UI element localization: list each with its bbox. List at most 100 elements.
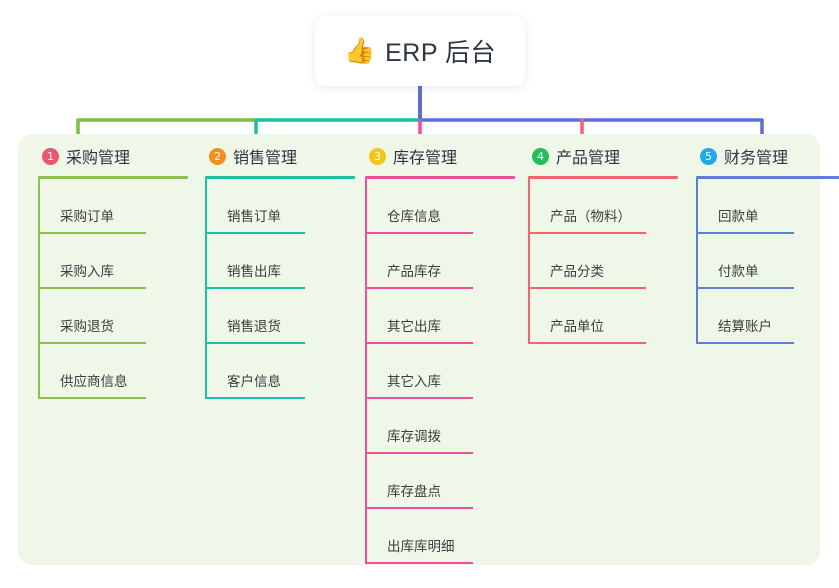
leaf-rule	[696, 287, 794, 289]
column-title-3: 库存管理	[393, 150, 458, 167]
leaf-label: 产品库存	[387, 264, 441, 279]
leaf-label: 产品分类	[550, 264, 604, 279]
leaf-item[interactable]: 产品分类	[528, 234, 678, 289]
leaf-item[interactable]: 付款单	[696, 234, 839, 289]
diagram-panel	[18, 134, 820, 565]
column-rule-1	[38, 176, 188, 179]
column-3: 3 库存管理仓库信息产品库存其它出库其它入库库存调拨库存盘点出库库明细	[365, 144, 515, 564]
leaf-label: 库存调拨	[387, 429, 441, 444]
leaf-label: 库存盘点	[387, 484, 441, 499]
leaf-rule	[38, 342, 146, 344]
leaf-item[interactable]: 库存调拨	[365, 399, 515, 454]
leaf-label: 付款单	[718, 264, 759, 279]
leaf-spine-5	[696, 179, 698, 344]
column-rule-5	[696, 176, 839, 179]
leaf-spine-1	[38, 179, 40, 399]
column-rule-3	[365, 176, 515, 179]
column-badge-2: 2	[209, 147, 226, 165]
column-rule-4	[528, 176, 678, 179]
leaf-rule	[38, 287, 146, 289]
leaf-item[interactable]: 结算账户	[696, 289, 839, 344]
leaf-rule	[696, 232, 794, 234]
column-5: 5 财务管理回款单付款单结算账户	[696, 144, 839, 344]
leaf-item[interactable]: 销售退货	[205, 289, 355, 344]
leaf-item[interactable]: 产品单位	[528, 289, 678, 344]
leaf-item[interactable]: 回款单	[696, 179, 839, 234]
leaf-item[interactable]: 其它入库	[365, 344, 515, 399]
leaf-item[interactable]: 采购订单	[38, 179, 188, 234]
column-header-2[interactable]: 2 销售管理	[205, 144, 355, 168]
leaf-label: 产品（物料）	[550, 209, 631, 224]
leaf-item[interactable]: 供应商信息	[38, 344, 188, 399]
leaf-rule	[205, 342, 305, 344]
leaf-label: 其它出库	[387, 319, 441, 334]
leaf-rule	[528, 342, 646, 344]
leaf-rule	[365, 397, 473, 399]
column-title-4: 产品管理	[556, 150, 621, 167]
column-badge-3: 3	[369, 147, 386, 165]
leaf-rule	[528, 232, 646, 234]
leaf-label: 结算账户	[718, 319, 772, 334]
leaf-label: 采购订单	[60, 209, 114, 224]
leaf-list-2: 销售订单销售出库销售退货客户信息	[205, 179, 355, 399]
column-title-5: 财务管理	[724, 150, 789, 167]
leaf-label: 仓库信息	[387, 209, 441, 224]
column-4: 4 产品管理产品（物料） 产品分类产品单位	[528, 144, 678, 344]
column-rule-2	[205, 176, 355, 179]
leaf-list-4: 产品（物料） 产品分类产品单位	[528, 179, 678, 344]
leaf-item[interactable]: 产品库存	[365, 234, 515, 289]
leaf-label: 销售退货	[227, 319, 281, 334]
leaf-rule	[205, 232, 305, 234]
leaf-item[interactable]: 采购入库	[38, 234, 188, 289]
column-title-2: 销售管理	[233, 150, 298, 167]
leaf-list-5: 回款单付款单结算账户	[696, 179, 839, 344]
leaf-item[interactable]: 客户信息	[205, 344, 355, 399]
column-badge-4: 4	[532, 147, 549, 165]
leaf-item[interactable]: 销售订单	[205, 179, 355, 234]
leaf-rule	[365, 342, 473, 344]
column-badge-5: 5	[700, 147, 717, 165]
leaf-label: 供应商信息	[60, 374, 128, 389]
leaf-rule	[365, 562, 473, 564]
leaf-item[interactable]: 采购退货	[38, 289, 188, 344]
column-2: 2 销售管理销售订单销售出库销售退货客户信息	[205, 144, 355, 399]
leaf-label: 回款单	[718, 209, 759, 224]
leaf-spine-2	[205, 179, 207, 399]
leaf-spine-4	[528, 179, 530, 344]
column-title-1: 采购管理	[66, 150, 131, 167]
leaf-rule	[205, 287, 305, 289]
thumbs-up-icon: 👍	[343, 36, 376, 65]
leaf-rule	[365, 507, 473, 509]
column-header-5[interactable]: 5 财务管理	[696, 144, 839, 168]
leaf-rule	[365, 232, 473, 234]
leaf-item[interactable]: 产品（物料）	[528, 179, 678, 234]
leaf-label: 出库库明细	[387, 539, 455, 554]
leaf-rule	[365, 452, 473, 454]
root-node-card[interactable]: 👍 ERP 后台	[315, 16, 525, 86]
leaf-rule	[38, 397, 146, 399]
leaf-rule	[696, 342, 794, 344]
leaf-item[interactable]: 其它出库	[365, 289, 515, 344]
leaf-item[interactable]: 仓库信息	[365, 179, 515, 234]
leaf-label: 销售订单	[227, 209, 281, 224]
leaf-label: 采购退货	[60, 319, 114, 334]
leaf-rule	[528, 287, 646, 289]
column-header-4[interactable]: 4 产品管理	[528, 144, 678, 168]
leaf-item[interactable]: 库存盘点	[365, 454, 515, 509]
leaf-rule	[205, 397, 305, 399]
leaf-label: 销售出库	[227, 264, 281, 279]
leaf-spine-3	[365, 179, 367, 564]
leaf-label: 产品单位	[550, 319, 604, 334]
leaf-item[interactable]: 出库库明细	[365, 509, 515, 564]
leaf-item[interactable]: 销售出库	[205, 234, 355, 289]
leaf-rule	[38, 232, 146, 234]
column-header-3[interactable]: 3 库存管理	[365, 144, 515, 168]
leaf-label: 其它入库	[387, 374, 441, 389]
leaf-list-1: 采购订单采购入库采购退货供应商信息	[38, 179, 188, 399]
leaf-rule	[365, 287, 473, 289]
leaf-label: 采购入库	[60, 264, 114, 279]
leaf-label: 客户信息	[227, 374, 281, 389]
leaf-list-3: 仓库信息产品库存其它出库其它入库库存调拨库存盘点出库库明细	[365, 179, 515, 564]
